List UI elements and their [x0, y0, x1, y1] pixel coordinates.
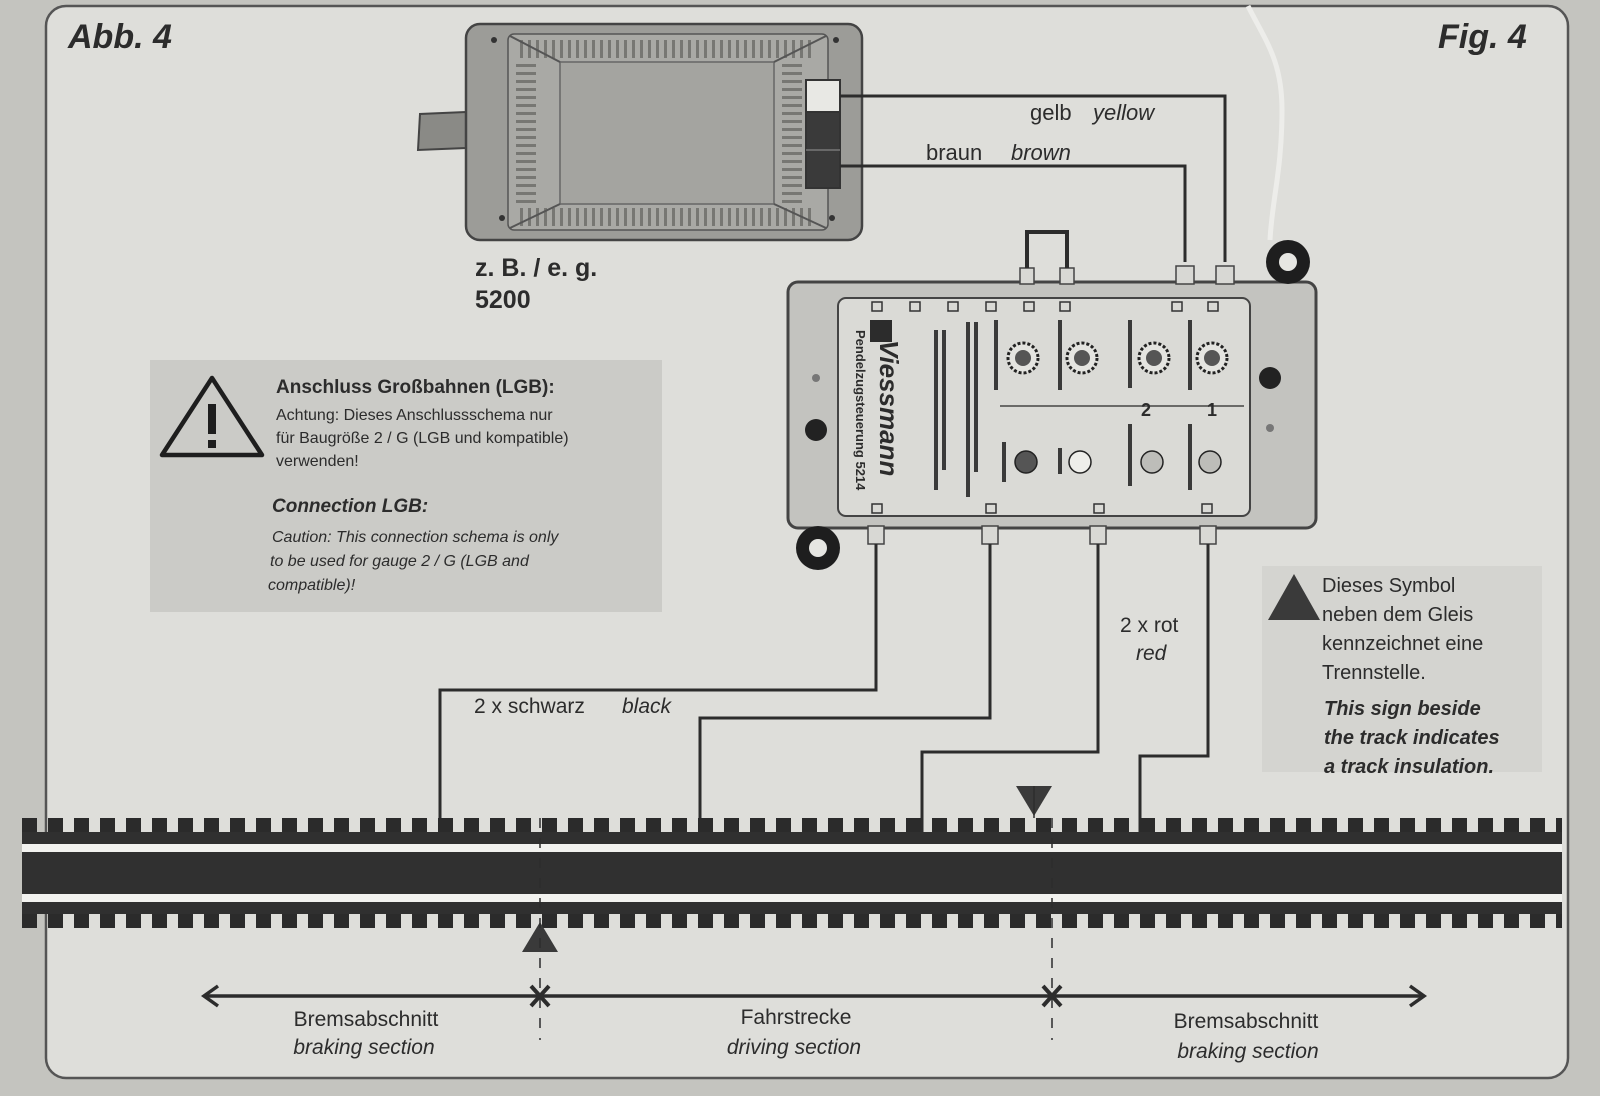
- symbol-note: Dieses Symbol neben dem Gleis kennzeichn…: [1262, 566, 1542, 778]
- module-terminal-2: 2: [1141, 400, 1151, 420]
- rail-bottom: [22, 894, 1562, 902]
- warning-body-en-3: compatible)!: [268, 577, 356, 594]
- warning-body-en-1: Caution: This connection schema is only: [272, 529, 559, 546]
- section-right-en: braking section: [1177, 1040, 1318, 1063]
- warning-body-de-3: verwenden!: [276, 453, 359, 470]
- symbol-note-en-3: a track insulation.: [1324, 756, 1494, 778]
- transformer-example-label: z. B. / e. g.: [475, 254, 597, 282]
- section-dimension: [200, 984, 1428, 1008]
- warning-title-de: Anschluss Großbahnen (LGB):: [276, 377, 555, 398]
- symbol-note-de-1: Dieses Symbol: [1322, 575, 1455, 597]
- warning-triangle-icon: [159, 375, 265, 458]
- wire-red-label-de: 2 x rot: [1120, 614, 1179, 637]
- loose-wire: [1245, 4, 1285, 241]
- wire-yellow-label-de: gelb: [1030, 100, 1072, 125]
- wire-red-label-en: red: [1136, 642, 1168, 665]
- warning-body-en-2: to be used for gauge 2 / G (LGB and: [270, 553, 530, 570]
- control-module: 2 1 Viessmann Pendelzugsteuerung 5214: [786, 230, 1318, 570]
- section-middle-de: Fahrstrecke: [741, 1006, 852, 1029]
- status-leds: [1014, 450, 1222, 474]
- terminal-bridge: [1025, 230, 1069, 268]
- module-product: Pendelzugsteuerung 5214: [853, 330, 868, 491]
- rail-top: [22, 844, 1562, 852]
- module-brand: Viessmann: [874, 340, 904, 476]
- wire-brown-label-en: brown: [1011, 140, 1071, 165]
- track: [22, 818, 1562, 928]
- figure-label-de: Abb. 4: [67, 18, 172, 56]
- transformer: [416, 22, 864, 242]
- symbol-note-de-4: Trennstelle.: [1322, 662, 1426, 684]
- potentiometer-group: [1006, 341, 1229, 375]
- wire-brown-label-de: braun: [926, 140, 982, 165]
- module-terminal-1: 1: [1207, 400, 1217, 420]
- transformer-cable: [416, 110, 467, 152]
- transformer-model: 5200: [475, 286, 531, 314]
- section-middle-en: driving section: [727, 1036, 861, 1059]
- warning-body-de-1: Achtung: Dieses Anschlussschema nur: [276, 407, 553, 424]
- warning-box: Anschluss Großbahnen (LGB): Achtung: Die…: [150, 360, 662, 612]
- wire-yellow-label-en: yellow: [1091, 100, 1156, 125]
- wire-brown: [840, 164, 1187, 262]
- wire-black-label-de: 2 x schwarz: [474, 695, 585, 718]
- symbol-note-en-2: the track indicates: [1324, 727, 1500, 749]
- symbol-note-en-1: This sign beside: [1324, 698, 1481, 720]
- wire-black-label-en: black: [622, 695, 673, 718]
- insulation-marker-bottom-icon: [522, 922, 558, 952]
- wire-red-1: [920, 544, 1100, 832]
- wire-black-1: [438, 544, 878, 880]
- warning-title-en: Connection LGB:: [272, 496, 428, 517]
- section-left-de: Bremsabschnitt: [294, 1008, 439, 1031]
- module-top-terminals: [1019, 230, 1235, 285]
- symbol-note-de-2: neben dem Gleis: [1322, 604, 1473, 626]
- wire-black-2: [698, 544, 992, 880]
- wire-yellow: [840, 94, 1227, 262]
- figure-label-en: Fig. 4: [1438, 18, 1527, 56]
- warning-body-de-2: für Baugröße 2 / G (LGB und kompatible): [276, 430, 569, 447]
- section-right-de: Bremsabschnitt: [1174, 1010, 1319, 1033]
- symbol-note-de-3: kennzeichnet eine: [1322, 633, 1483, 655]
- wire-red-2: [1138, 544, 1210, 832]
- insulation-symbol-icon: [1268, 574, 1320, 620]
- section-left-en: braking section: [293, 1036, 434, 1059]
- transformer-terminal-yellow: [805, 79, 841, 113]
